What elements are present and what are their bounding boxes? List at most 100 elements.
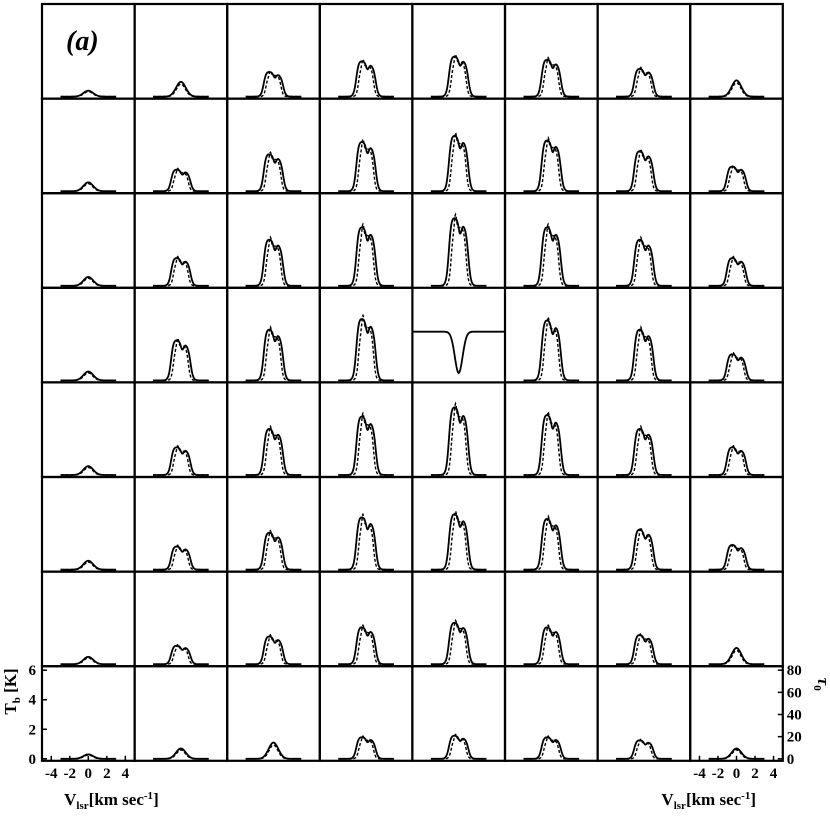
solid-spectrum-line bbox=[245, 238, 302, 287]
spectrum-panel bbox=[40, 286, 136, 384]
dashed-spectrum-line bbox=[338, 512, 394, 571]
dashed-spectrum-line bbox=[430, 619, 487, 665]
x-tick-label: -4 bbox=[45, 766, 58, 782]
dashed-spectrum-line bbox=[338, 313, 394, 382]
y-tick-label-left: 6 bbox=[29, 663, 37, 679]
dashed-spectrum-line bbox=[153, 83, 209, 98]
x-axis-label-right: Vlsr[km sec-1] bbox=[661, 790, 756, 812]
panel-frame bbox=[318, 192, 414, 289]
spectrum-panel bbox=[226, 665, 321, 762]
spectrum-panel bbox=[226, 475, 321, 573]
x-tick-label: -2 bbox=[64, 766, 77, 782]
spectrum-panel bbox=[40, 192, 136, 289]
panel-frame bbox=[596, 570, 692, 668]
dashed-spectrum-line bbox=[523, 514, 580, 571]
dashed-spectrum-line bbox=[245, 235, 302, 287]
solid-spectrum-line bbox=[338, 516, 394, 571]
spectrum-panel bbox=[40, 381, 136, 479]
spectrum-panel bbox=[40, 665, 136, 762]
panel-frame bbox=[689, 192, 784, 289]
spectrum-panel bbox=[503, 381, 599, 479]
dashed-spectrum-line bbox=[523, 56, 580, 98]
y-tick-label-left: 2 bbox=[29, 722, 37, 738]
panel-frame bbox=[318, 381, 414, 479]
spectrum-panel bbox=[40, 475, 136, 573]
spectrum-panel bbox=[689, 192, 784, 289]
panel-frame bbox=[503, 286, 599, 384]
dashed-spectrum-line bbox=[708, 649, 765, 665]
solid-spectrum-line bbox=[430, 621, 487, 666]
dashed-spectrum-line bbox=[245, 424, 302, 476]
dashed-spectrum-line bbox=[616, 235, 672, 287]
y-axis-label-right: τ0 bbox=[811, 678, 830, 692]
dashed-spectrum-line bbox=[245, 325, 302, 382]
solid-spectrum-line bbox=[616, 328, 672, 382]
x-tick-label: 0 bbox=[85, 766, 93, 782]
panel-frame bbox=[40, 286, 136, 384]
dashed-spectrum-line bbox=[523, 315, 580, 382]
spectrum-panel bbox=[411, 570, 507, 668]
spectrum-panel bbox=[133, 97, 229, 195]
spectrum-panel bbox=[226, 381, 321, 479]
dashed-spectrum-line bbox=[338, 735, 394, 760]
solid-spectrum-line bbox=[245, 428, 302, 476]
panel-frame bbox=[40, 665, 136, 762]
dashed-spectrum-line bbox=[430, 131, 487, 192]
spectrum-panel bbox=[133, 2, 229, 100]
panel-frame bbox=[411, 287, 506, 383]
spectrum-panel bbox=[596, 381, 692, 479]
spectrum-panel bbox=[318, 286, 414, 384]
spectrum-panel bbox=[411, 192, 507, 289]
solid-spectrum-line bbox=[523, 58, 580, 98]
panel-frame bbox=[133, 475, 229, 573]
spectrum-panel bbox=[503, 665, 599, 762]
dashed-spectrum-line bbox=[616, 526, 672, 571]
solid-spectrum-line bbox=[523, 626, 580, 666]
spectrum-panel bbox=[596, 2, 692, 100]
dashed-spectrum-line bbox=[338, 137, 394, 192]
spectrum-panel bbox=[226, 570, 321, 668]
dashed-spectrum-line bbox=[60, 277, 117, 287]
panel-frame bbox=[503, 665, 599, 762]
solid-spectrum-line bbox=[245, 741, 302, 760]
spectrum-panel bbox=[596, 97, 692, 195]
spectrum-panel bbox=[411, 475, 507, 573]
panel-frame bbox=[226, 381, 321, 479]
solid-spectrum-line bbox=[523, 414, 580, 476]
dashed-spectrum-line bbox=[708, 351, 765, 382]
spectrum-panel bbox=[318, 2, 414, 100]
panel-frame bbox=[133, 665, 229, 762]
spectrum-panel bbox=[596, 475, 692, 573]
solid-spectrum-line bbox=[245, 635, 302, 666]
solid-spectrum-line bbox=[245, 531, 302, 571]
panel-frame bbox=[40, 475, 136, 573]
y-axis-label-left: Tb [K] bbox=[1, 668, 23, 714]
solid-spectrum-line bbox=[708, 446, 765, 476]
solid-spectrum-line bbox=[153, 80, 209, 98]
panel-frame bbox=[596, 475, 692, 573]
x-tick-label: 2 bbox=[103, 766, 111, 782]
panel-frame bbox=[226, 475, 321, 573]
dashed-spectrum-line bbox=[616, 424, 672, 476]
solid-spectrum-line bbox=[430, 406, 487, 476]
solid-spectrum-line bbox=[523, 319, 580, 382]
spectrum-panel bbox=[133, 286, 229, 384]
x-axis-label-left: Vlsr[km sec-1] bbox=[64, 790, 159, 812]
panel-frame bbox=[689, 570, 784, 668]
panel-frame bbox=[596, 2, 692, 100]
spectrum-panel bbox=[503, 475, 599, 573]
y-tick-label-right: 40 bbox=[787, 708, 802, 724]
solid-spectrum-line bbox=[153, 257, 209, 287]
panel-frame bbox=[40, 570, 136, 668]
spectrum-panel bbox=[689, 97, 784, 195]
spectrum-panel bbox=[503, 570, 599, 668]
panel-frame bbox=[226, 570, 321, 668]
spectrum-panel bbox=[318, 381, 414, 479]
panel-label: (a) bbox=[66, 26, 99, 57]
panel-frame bbox=[318, 2, 414, 100]
dashed-spectrum-line bbox=[430, 509, 487, 571]
panel-frame bbox=[133, 192, 229, 289]
solid-spectrum-line bbox=[430, 217, 487, 287]
panel-frame bbox=[226, 665, 321, 762]
